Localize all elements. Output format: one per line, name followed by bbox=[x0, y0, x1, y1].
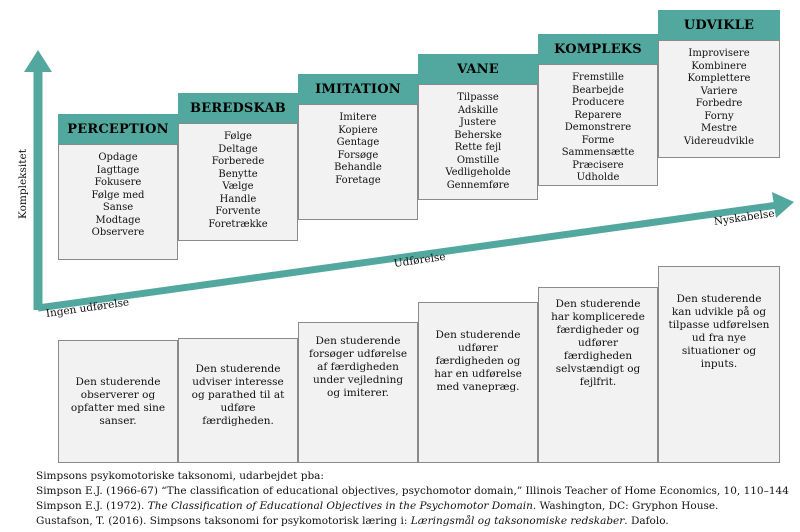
description-beredskab: Den studerende udviser interesse og para… bbox=[178, 338, 298, 463]
level-header-imitation: IMITATION bbox=[298, 74, 418, 104]
ref-text: . Dafolo. bbox=[624, 515, 669, 527]
description-perception: Den studerende observerer og opfatter me… bbox=[58, 340, 178, 463]
verb-item: Opdage bbox=[98, 152, 138, 163]
description-udvikle: Den studerende kan udvikle på og tilpass… bbox=[658, 266, 780, 463]
footer-line-1: Simpsons psykomotoriske taksonomi, udarb… bbox=[36, 470, 324, 482]
verb-item: Modtage bbox=[95, 214, 141, 226]
level-header-kompleks: KOMPLEKS bbox=[538, 34, 658, 64]
verb-item: Komplettere bbox=[687, 73, 751, 84]
verb-item: Beherske bbox=[454, 129, 502, 141]
verb-item: Fokusere bbox=[94, 177, 142, 188]
verb-item: Gennemføre bbox=[446, 179, 510, 191]
level-header-perception: PERCEPTION bbox=[58, 114, 178, 144]
ref-title: The Classification of Educational Object… bbox=[147, 500, 533, 512]
ref-title: Læringsmål og taksonomiske redskaber bbox=[410, 515, 625, 527]
diagonal-axis-arrowhead bbox=[772, 192, 794, 218]
level-header-udvikle: UDVIKLE bbox=[658, 10, 780, 40]
diagonal-axis-line bbox=[37, 201, 779, 312]
verb-item: Vedligeholde bbox=[445, 167, 511, 178]
ref-text: Gustafson, T. (2016). Simpsons taksonomi… bbox=[36, 515, 411, 527]
ref-text: Simpson E.J. (1972). bbox=[36, 500, 148, 512]
verb-item: Improvisere bbox=[688, 48, 750, 59]
description-vane: Den studerende udfører færdigheden og ha… bbox=[418, 302, 538, 463]
verb-item: Reparere bbox=[574, 109, 622, 121]
verb-item: Forme bbox=[581, 134, 615, 146]
verb-item: Justere bbox=[459, 117, 497, 128]
verb-item: Følge med bbox=[91, 189, 145, 201]
verb-item: Forsøge bbox=[337, 149, 379, 161]
verb-item: Kombinere bbox=[691, 60, 747, 72]
verb-item: Videreudvikle bbox=[683, 135, 755, 147]
verb-box-kompleks: Fremstille Bearbejde Producere Reparere … bbox=[538, 64, 658, 186]
verb-item: Deltage bbox=[218, 143, 258, 155]
verb-item: Adskille bbox=[457, 104, 499, 116]
verb-item: Præcisere bbox=[572, 159, 624, 171]
level-header-vane: VANE bbox=[418, 54, 538, 84]
verb-item: Iagttage bbox=[96, 164, 140, 176]
verb-item: Bearbejde bbox=[572, 84, 624, 96]
verb-item: Rette fejl bbox=[454, 142, 502, 153]
verb-item: Omstille bbox=[456, 154, 500, 166]
verb-item: Vælge bbox=[222, 181, 254, 192]
verb-item: Udholde bbox=[576, 172, 620, 183]
verb-item: Sammensætte bbox=[561, 147, 635, 158]
footer-line-2: Simpson E.J. (1966-67) “The classificati… bbox=[36, 485, 789, 497]
verb-item: Forvente bbox=[215, 206, 261, 217]
verb-box-perception: Opdage Iagttage Fokusere Følge med Sanse… bbox=[58, 144, 178, 260]
verb-item: Følge bbox=[224, 131, 252, 142]
verb-box-imitation: Imitere Kopiere Gentage Forsøge Behandle… bbox=[298, 104, 418, 220]
description-imitation: Den studerende forsøger udførelse af fær… bbox=[298, 322, 418, 463]
footer-line-3: Simpson E.J. (1972). The Classification … bbox=[36, 500, 718, 512]
verb-item: Producere bbox=[571, 97, 625, 108]
vertical-axis-arrowhead bbox=[24, 50, 52, 72]
verb-item: Foretrække bbox=[208, 218, 268, 230]
verb-item: Demonstrere bbox=[564, 122, 632, 133]
footer-line-4: Gustafson, T. (2016). Simpsons taksonomi… bbox=[36, 515, 669, 527]
level-header-beredskab: BEREDSKAB bbox=[178, 93, 298, 123]
verb-item: Tilpasse bbox=[457, 92, 499, 103]
verb-item: Variere bbox=[700, 85, 738, 97]
verb-item: Sanse bbox=[102, 202, 134, 213]
verb-item: Fremstille bbox=[572, 72, 624, 83]
verb-item: Forny bbox=[704, 110, 734, 122]
verb-item: Handle bbox=[219, 193, 257, 205]
verb-item: Behandle bbox=[334, 162, 382, 173]
verb-item: Foretage bbox=[335, 174, 381, 186]
verb-box-vane: Tilpasse Adskille Justere Beherske Rette… bbox=[418, 84, 538, 200]
verb-item: Benytte bbox=[218, 168, 258, 180]
description-kompleks: Den studerende har komplicerede færdighe… bbox=[538, 287, 658, 463]
verb-box-udvikle: Improvisere Kombinere Komplettere Varier… bbox=[658, 40, 780, 158]
verb-box-beredskab: Følge Deltage Forberede Benytte Vælge Ha… bbox=[178, 123, 298, 241]
verb-item: Mestre bbox=[700, 123, 737, 134]
verb-item: Forbedre bbox=[695, 98, 743, 109]
verb-item: Gentage bbox=[336, 137, 380, 148]
vertical-axis-label: Kompleksitet bbox=[16, 149, 29, 219]
ref-text: . Washington, DC: Gryphon House. bbox=[532, 500, 719, 512]
verb-item: Imitere bbox=[339, 112, 377, 123]
verb-item: Forberede bbox=[211, 156, 265, 167]
verb-item: Observere bbox=[91, 227, 145, 238]
verb-item: Kopiere bbox=[338, 124, 378, 136]
